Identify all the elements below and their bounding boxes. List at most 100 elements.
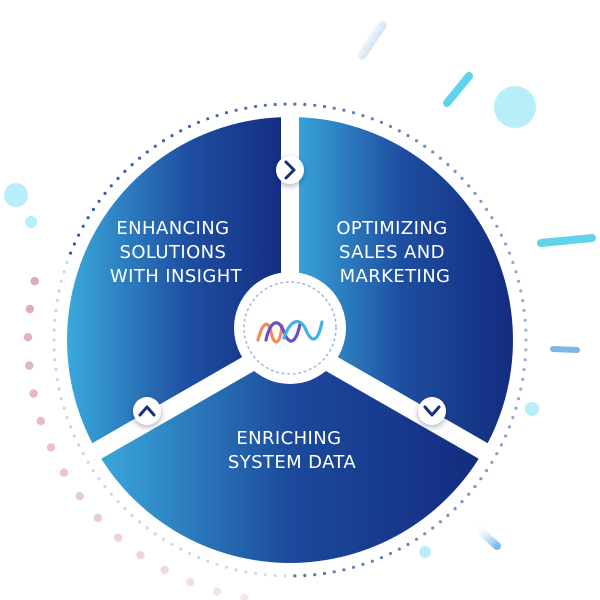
- ring-dot: [161, 537, 166, 541]
- ring-dot: [485, 469, 489, 473]
- ring-dot: [514, 406, 518, 410]
- label-line: SALES AND: [339, 242, 445, 263]
- ring-dot: [59, 279, 64, 283]
- ring-dot: [303, 102, 307, 107]
- ring-dot: [322, 104, 327, 109]
- ring-dot: [59, 397, 64, 401]
- ring-dot: [453, 507, 457, 511]
- ring-dot: [187, 124, 192, 129]
- ring-dot: [91, 207, 95, 211]
- ribbon-logo-icon: [256, 320, 324, 344]
- ring-dot: [55, 377, 59, 381]
- ring-dot: [109, 184, 113, 188]
- ring-dot: [215, 562, 219, 567]
- pink-dot-arc: [23, 276, 249, 600]
- ring-dot: [351, 111, 356, 115]
- pink-dot: [93, 513, 103, 523]
- ring-dot: [370, 559, 374, 563]
- label-line: SYSTEM DATA: [228, 452, 357, 473]
- segment-enriching: [96, 340, 484, 563]
- ring-dot: [52, 328, 56, 332]
- ring-dot: [388, 551, 393, 556]
- ring-dot: [521, 299, 525, 303]
- ring-dot: [170, 542, 174, 547]
- ring-dot: [499, 233, 503, 237]
- ring-dot: [72, 242, 76, 246]
- ring-dot: [54, 308, 58, 312]
- pink-dot: [36, 416, 45, 426]
- ring-dot: [467, 492, 471, 496]
- chevron-right-icon: [276, 156, 304, 184]
- ring-dot: [379, 120, 384, 124]
- ring-dot: [253, 571, 258, 576]
- ring-dot: [485, 207, 489, 211]
- ring-dot: [81, 224, 85, 228]
- label-line: MARKETING: [340, 266, 451, 287]
- ring-dot: [86, 460, 90, 464]
- ring-dot: [187, 551, 192, 556]
- ring-dot: [499, 443, 503, 447]
- ring-dot: [342, 108, 346, 112]
- ring-dot: [224, 565, 229, 569]
- ring-dot: [170, 134, 174, 138]
- pink-dot: [25, 361, 34, 370]
- pink-dot: [136, 550, 145, 560]
- ring-dot: [332, 570, 336, 574]
- ring-dot: [263, 573, 267, 577]
- ring-dot: [423, 532, 427, 536]
- label-line: WITH INSIGHT: [110, 266, 243, 287]
- ring-dot: [72, 434, 76, 438]
- ring-dot: [460, 176, 464, 180]
- ring-dot: [206, 117, 210, 121]
- ring-dot: [153, 532, 157, 536]
- label-enhancing: ENHANCING SOLUTIONS WITH INSIGHT: [110, 218, 243, 287]
- ring-dot: [62, 406, 66, 410]
- ring-dot: [206, 559, 210, 563]
- ring-dot: [332, 106, 336, 110]
- decor-bubble: [494, 86, 536, 128]
- pink-dot: [23, 333, 33, 342]
- ring-dot: [431, 526, 435, 530]
- label-line: ENHANCING: [116, 218, 229, 239]
- ring-dot: [322, 571, 327, 576]
- ring-dot: [467, 184, 471, 188]
- ring-dot: [77, 233, 81, 237]
- ring-dot: [517, 397, 521, 401]
- ring-dot: [244, 570, 248, 574]
- ring-dot: [65, 260, 69, 264]
- ring-dot: [519, 289, 523, 293]
- ring-dot: [406, 542, 410, 547]
- ring-dot: [116, 500, 120, 504]
- label-line: OPTIMIZING: [336, 218, 447, 239]
- ring-dot: [524, 338, 528, 342]
- ring-dot: [55, 299, 59, 303]
- ring-dot: [196, 120, 201, 124]
- ring-dot: [523, 318, 527, 322]
- decor-bubble: [419, 546, 431, 558]
- center-hub: [234, 272, 346, 384]
- ring-dot: [473, 485, 477, 489]
- ring-dot: [523, 358, 527, 362]
- ring-dot: [473, 191, 477, 195]
- ring-dot: [370, 117, 374, 121]
- pink-dot: [186, 578, 195, 587]
- ring-dot: [77, 443, 81, 447]
- ring-dot: [53, 318, 57, 322]
- ring-dot: [234, 108, 238, 112]
- ring-dot: [511, 416, 515, 420]
- ring-dot: [273, 102, 277, 107]
- ring-dot: [507, 251, 511, 255]
- ring-dot: [517, 279, 521, 283]
- ring-dot: [130, 163, 134, 167]
- ring-dot: [86, 216, 90, 220]
- ring-dot: [495, 224, 499, 228]
- ring-dot: [293, 574, 297, 578]
- ring-dot: [52, 338, 56, 342]
- ring-dot: [91, 469, 95, 473]
- ring-dot: [342, 568, 346, 572]
- ring-dot: [81, 452, 85, 456]
- ring-dot: [397, 129, 401, 133]
- ring-dot: [511, 260, 515, 264]
- ring-dot: [130, 513, 134, 518]
- ring-dot: [438, 156, 442, 160]
